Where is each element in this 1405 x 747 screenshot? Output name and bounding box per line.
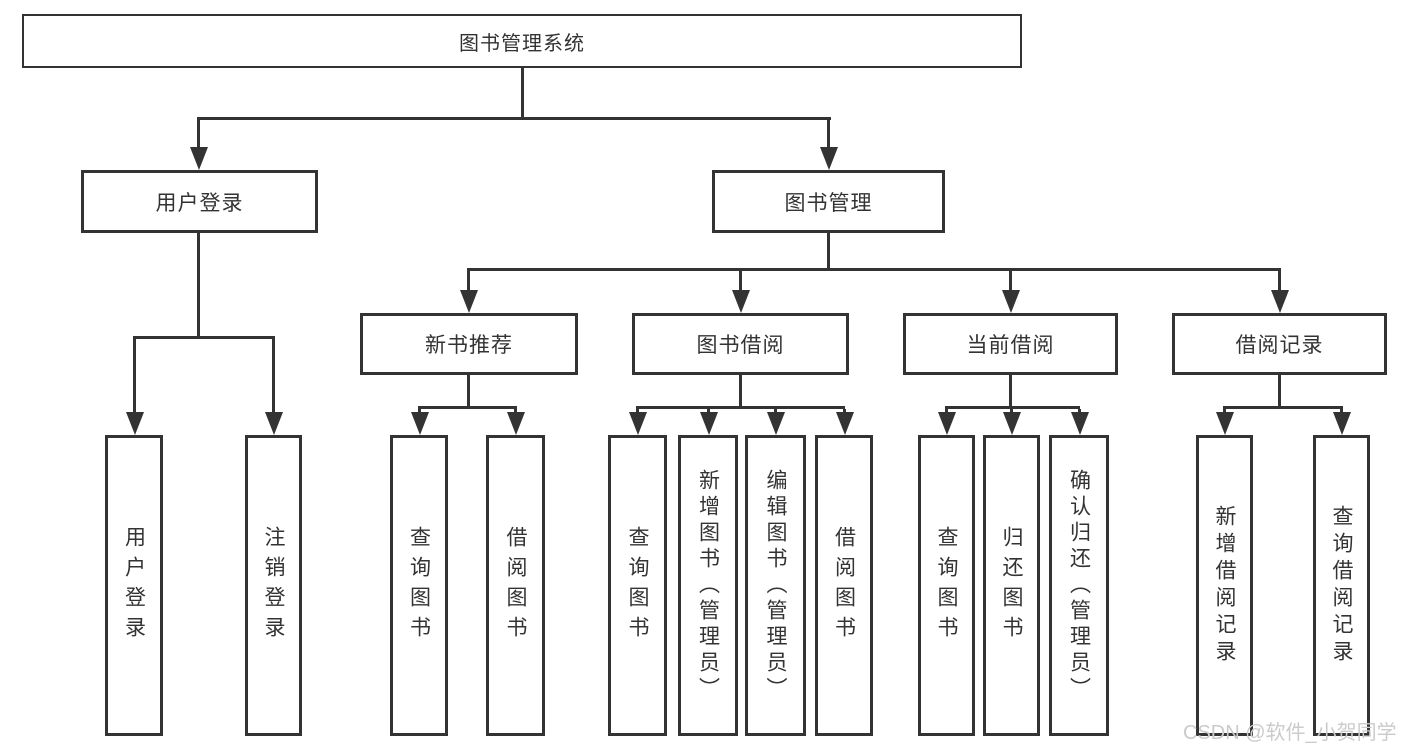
node-label: 用户登录 xyxy=(122,525,146,646)
node-borrowing-records: 借阅记录 xyxy=(1172,313,1387,375)
connector-book-borrow-stem xyxy=(739,375,742,408)
node-edit-books-admin: 编辑图书（管理员） xyxy=(745,435,806,736)
connector-current-borrow-branch xyxy=(945,406,1080,409)
node-label: 归还图书 xyxy=(1000,525,1023,646)
node-confirm-return-admin: 确认归还（管理员） xyxy=(1049,435,1109,736)
connector-root-branch xyxy=(197,117,831,120)
node-label: 注销登录 xyxy=(262,525,285,646)
node-label: 当前借阅 xyxy=(966,334,1055,357)
node-add-books-admin: 新增图书（管理员） xyxy=(678,435,738,736)
arrowhead-to-logout xyxy=(272,339,275,412)
connector-user-login-branch xyxy=(133,336,275,339)
connector-book-mgmt-branch xyxy=(467,268,1281,271)
connector-borrow-record-stem xyxy=(1278,375,1281,408)
arrowhead-to-user-login xyxy=(197,120,200,147)
arrowhead-leaf xyxy=(514,409,517,412)
connector-new-book-branch xyxy=(418,406,517,409)
connector-borrow-record-branch xyxy=(1223,406,1343,409)
node-label: 借阅图书 xyxy=(832,525,856,646)
arrowhead-leaf xyxy=(1223,409,1226,412)
connector-root-stem xyxy=(521,68,524,118)
node-library-system: 图书管理系统 xyxy=(22,14,1022,68)
node-label: 新增图书（管理员） xyxy=(696,468,720,703)
node-add-borrow-record: 新增借阅记录 xyxy=(1196,435,1253,736)
node-book-management: 图书管理 xyxy=(712,170,945,233)
arrowhead-leaf xyxy=(707,409,710,412)
arrowhead-leaf xyxy=(1010,409,1013,412)
arrowhead-to-new-book xyxy=(467,271,470,290)
node-label: 查询借阅记录 xyxy=(1330,504,1353,667)
connector-current-borrow-stem xyxy=(1009,375,1012,408)
connector-book-mgmt-stem xyxy=(827,233,830,270)
node-new-book-recommendation: 新书推荐 xyxy=(360,313,578,375)
node-return-books: 归还图书 xyxy=(983,435,1040,736)
node-label: 借阅记录 xyxy=(1235,334,1324,357)
node-book-borrowing: 图书借阅 xyxy=(632,313,849,375)
connector-new-book-stem xyxy=(467,375,470,408)
arrowhead-leaf xyxy=(843,409,846,412)
node-label: 查询图书 xyxy=(407,525,431,646)
arrowhead-to-current-borrow xyxy=(1009,271,1012,290)
arrowhead-to-book-management xyxy=(827,120,830,147)
arrowhead-leaf xyxy=(418,409,421,412)
node-query-borrow-record: 查询借阅记录 xyxy=(1313,435,1370,736)
node-label: 新增借阅记录 xyxy=(1213,504,1236,667)
node-label: 查询图书 xyxy=(626,525,649,646)
node-user-login-action: 用户登录 xyxy=(105,435,163,736)
arrowhead-leaf xyxy=(774,409,777,412)
node-current-borrowing: 当前借阅 xyxy=(903,313,1118,375)
arrowhead-leaf xyxy=(1078,409,1081,412)
arrowhead-to-login-action xyxy=(133,339,136,412)
node-borrow-books-newbook: 借阅图书 xyxy=(486,435,545,736)
arrowhead-leaf xyxy=(636,409,639,412)
node-borrow-books-borrow: 借阅图书 xyxy=(815,435,873,736)
connector-book-borrow-branch xyxy=(636,406,845,409)
node-label: 图书借阅 xyxy=(696,334,785,357)
node-label: 借阅图书 xyxy=(504,525,527,646)
arrowhead-to-book-borrow xyxy=(739,271,742,290)
node-query-books-current: 查询图书 xyxy=(918,435,975,736)
node-label: 查询图书 xyxy=(935,525,958,646)
arrowhead-leaf xyxy=(1340,409,1343,412)
node-query-books-newbook: 查询图书 xyxy=(390,435,448,736)
node-label: 图书管理 xyxy=(784,191,873,215)
connector-user-login-stem xyxy=(197,233,200,338)
node-label: 确认归还（管理员） xyxy=(1067,468,1091,703)
node-query-books-borrow: 查询图书 xyxy=(608,435,667,736)
node-label: 用户登录 xyxy=(155,191,244,215)
node-label: 新书推荐 xyxy=(425,334,513,357)
node-label: 编辑图书（管理员） xyxy=(764,468,787,703)
node-label: 图书管理系统 xyxy=(459,32,585,55)
node-logout: 注销登录 xyxy=(245,435,302,736)
arrowhead-to-borrow-record xyxy=(1278,271,1281,290)
arrowhead-leaf xyxy=(945,409,948,412)
node-user-login: 用户登录 xyxy=(81,170,318,233)
